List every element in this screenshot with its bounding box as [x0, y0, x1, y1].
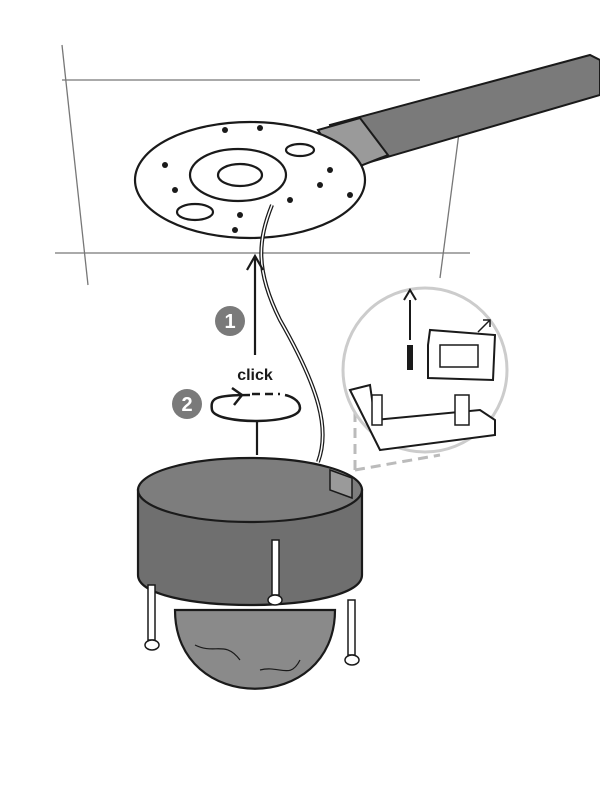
up-arrow-icon [246, 253, 264, 455]
step-number: 2 [181, 394, 192, 416]
step-number: 1 [224, 311, 235, 333]
conduit-pipe [316, 53, 600, 174]
mounting-plate [133, 120, 367, 240]
step-badge-1: 1 [215, 306, 245, 336]
cable [259, 204, 325, 463]
dome-camera [136, 456, 364, 690]
rotate-arrow-icon [210, 386, 302, 423]
step-badge-2: 2 [172, 389, 202, 419]
click-label: click [237, 367, 273, 384]
inset-detail [341, 286, 509, 472]
screws [144, 539, 360, 666]
